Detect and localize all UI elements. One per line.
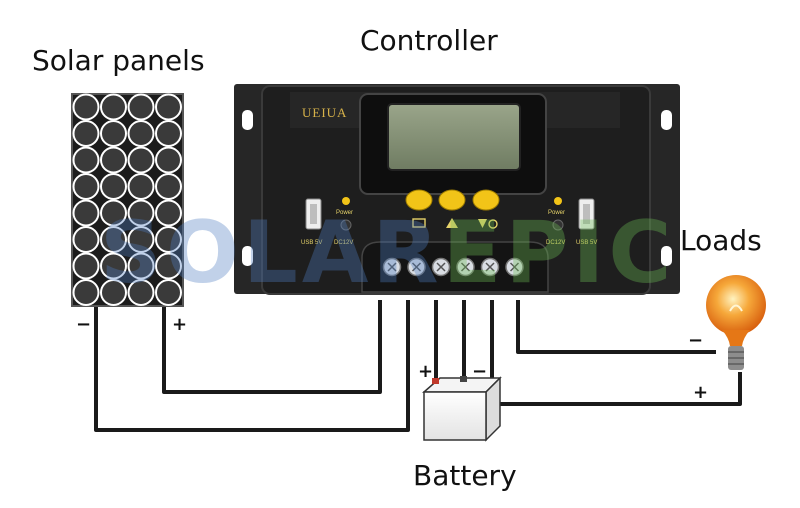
solar-cell (127, 199, 155, 227)
solar-cell (100, 146, 127, 174)
terminal-bay (361, 241, 549, 293)
down-power-button[interactable] (472, 189, 500, 211)
warning-triangle-icon (446, 218, 458, 228)
solar-positive-wire (162, 300, 382, 394)
solar-cell (72, 173, 100, 200)
solar-cell (72, 226, 100, 253)
loads-label: Loads (680, 224, 762, 257)
watermark-part-1: SOLAR (100, 203, 443, 303)
solar-cell (155, 279, 182, 306)
dc-jack-right[interactable] (552, 219, 564, 231)
solar-cell (127, 252, 155, 280)
solar-cell (155, 199, 182, 227)
solar-negative-sign: − (76, 314, 91, 335)
battery-label: Battery (413, 459, 517, 492)
solar-cell (100, 173, 127, 200)
solar-cell (155, 146, 182, 174)
solar-cell (72, 146, 100, 174)
terminal-screw-slot (387, 262, 397, 272)
down-arrow-icon (478, 219, 487, 228)
terminal-screw-slot (509, 262, 520, 272)
power-led-left (342, 197, 350, 205)
terminal-block (382, 257, 524, 277)
power-icon (488, 219, 498, 229)
usb-label-left: USB 5V (301, 240, 322, 246)
brand-logo: UEIUA (302, 105, 347, 120)
usb-label-right: USB 5V (576, 240, 597, 246)
terminal-screw-slot (460, 262, 471, 272)
solar-cell (72, 93, 100, 121)
solar-cell (72, 199, 100, 227)
dc-label-right: DC12V (546, 240, 565, 246)
watermark-part-2: EPIC (443, 203, 676, 303)
solar-cell (155, 120, 182, 147)
load-positive-wire (490, 300, 742, 406)
solar-cell (127, 279, 155, 306)
battery (422, 376, 502, 442)
solar-cell (155, 93, 182, 121)
battery-negative-terminal (460, 376, 467, 382)
solar-cell (100, 279, 127, 306)
load-negative-sign: − (688, 330, 703, 351)
solar-cell (100, 93, 127, 121)
terminal-screw-slot (411, 262, 422, 272)
solar-panels-label: Solar panels (32, 44, 205, 77)
solar-cell (100, 199, 127, 227)
power-label-right: Power (548, 210, 565, 216)
terminal-screw-slot (485, 262, 495, 272)
menu-button[interactable] (405, 189, 433, 211)
terminal-screw-slot (436, 262, 446, 272)
load-negative-wire (516, 300, 716, 354)
solar-positive-sign: + (172, 314, 187, 335)
solar-cell (127, 146, 155, 174)
solar-cell (100, 226, 127, 253)
power-label-left: Power (336, 210, 353, 216)
solar-cell (127, 93, 155, 121)
solar-cell (155, 226, 182, 253)
dc-label-left: DC12V (334, 240, 353, 246)
solar-cell (127, 226, 155, 253)
solar-cell (72, 120, 100, 147)
lcd-screen (387, 103, 521, 171)
solar-cell (72, 279, 100, 306)
battery-icon (412, 218, 426, 228)
light-bulb (706, 275, 766, 370)
solar-cell (72, 252, 100, 280)
solar-cell (155, 252, 182, 280)
solar-cell (100, 252, 127, 280)
up-button[interactable] (438, 189, 466, 211)
battery-negative-sign: − (472, 361, 487, 382)
dc-jack-left[interactable] (340, 219, 352, 231)
watermark: SOLAREPIC (100, 203, 676, 303)
charge-controller: UEIUA Power USB 5V DC12V Power DC12V USB… (234, 84, 680, 295)
battery-positive-sign: + (418, 361, 433, 382)
wiring (94, 300, 742, 432)
solar-cell (127, 173, 155, 200)
power-led-right (554, 197, 562, 205)
solar-cell (155, 173, 182, 200)
controller-label: Controller (360, 24, 498, 57)
load-positive-sign: + (693, 382, 708, 403)
solar-cell (127, 120, 155, 147)
battery-positive-terminal (432, 378, 439, 384)
solar-panel (71, 93, 184, 307)
solar-negative-wire (94, 300, 410, 432)
solar-cell (100, 120, 127, 147)
solar-cells (72, 93, 182, 306)
